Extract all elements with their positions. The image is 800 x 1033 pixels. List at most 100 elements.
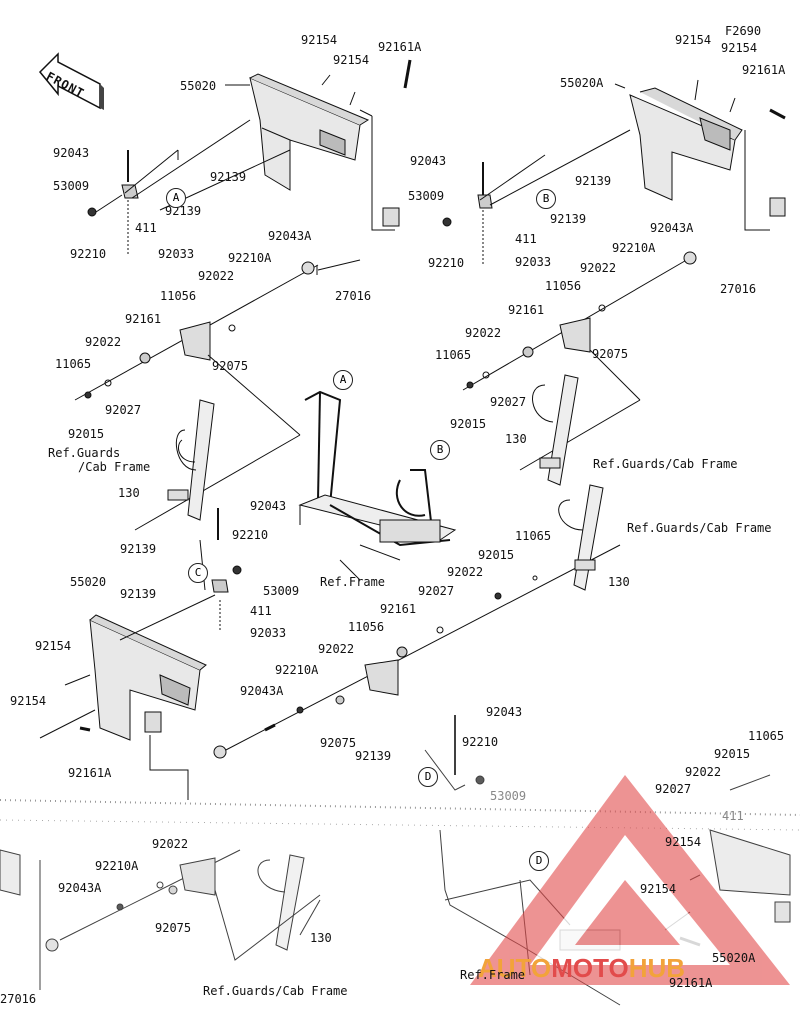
part-label: 92210	[232, 528, 269, 542]
part-label: 92022	[447, 565, 484, 579]
part-label: 53009	[490, 789, 527, 803]
part-label: 92154	[35, 639, 72, 653]
part-label: 53009	[53, 179, 90, 193]
part-label: 92161	[125, 312, 162, 326]
part-label: 92043A	[650, 221, 694, 235]
figure-code: F2690	[725, 24, 762, 38]
part-label: 53009	[263, 584, 300, 598]
part-label: 27016	[720, 282, 757, 296]
part-label: 92139	[575, 174, 612, 188]
part-label: 92015	[68, 427, 105, 441]
part-label: 92210A	[612, 241, 656, 255]
part-label: 92015	[450, 417, 487, 431]
part-label: 92022	[152, 837, 189, 851]
part-label: 92139	[120, 542, 157, 556]
part-label: 130	[310, 931, 332, 945]
part-label: 92043	[410, 154, 447, 168]
part-label: 55020A	[712, 951, 756, 965]
part-label: 92161A	[742, 63, 786, 77]
part-label: 92154	[640, 882, 677, 896]
part-label: 92027	[490, 395, 527, 409]
part-label: 92161A	[68, 766, 112, 780]
part-label: 92161A	[669, 976, 713, 990]
part-label: 92210	[428, 256, 465, 270]
ref-label: Ref.Guards	[48, 446, 121, 460]
guard-mid	[558, 484, 604, 591]
part-label: 92210A	[228, 251, 272, 265]
part-label: 92075	[155, 921, 192, 935]
part-label: 411	[250, 604, 272, 618]
part-label: 92022	[198, 269, 235, 283]
part-label: 92154	[301, 33, 338, 47]
part-label: 92139	[550, 212, 587, 226]
watermark-text: AUTOMOTOHUB	[478, 953, 685, 984]
cab-bracket-left-top	[249, 73, 370, 191]
part-label: 92027	[105, 403, 142, 417]
callout-bubble: B	[430, 440, 450, 460]
part-label: 11065	[515, 529, 552, 543]
ref-label: Ref.Frame	[320, 575, 386, 589]
frame-center	[298, 390, 457, 547]
part-label: 92210	[70, 247, 107, 261]
part-label: 92022	[580, 261, 617, 275]
part-label: 92022	[318, 642, 355, 656]
part-label: 92075	[320, 736, 357, 750]
part-label: 92139	[210, 170, 247, 184]
part-label: 27016	[335, 289, 372, 303]
part-label: 92015	[478, 548, 515, 562]
part-label: 92210	[462, 735, 499, 749]
ref-label: Ref.Guards/Cab Frame	[627, 521, 772, 535]
ref-label: Ref.Frame	[460, 968, 526, 982]
part-label: 92075	[592, 347, 629, 361]
part-label: 92075	[212, 359, 249, 373]
part-label: 92161A	[378, 40, 422, 54]
part-label: 92139	[120, 587, 157, 601]
part-label: 92033	[158, 247, 195, 261]
watermark-moto: MOTO	[551, 953, 629, 983]
part-label: 92210A	[275, 663, 319, 677]
callout-bubble: C	[188, 563, 208, 583]
part-label: 11065	[435, 348, 472, 362]
guard-left	[167, 399, 215, 521]
guard-right	[532, 374, 579, 486]
part-label: 11056	[348, 620, 385, 634]
callout-bubble: A	[333, 370, 353, 390]
part-label: 92154	[721, 41, 758, 55]
part-label: 92154	[665, 835, 702, 849]
watermark-auto: AUTO	[478, 953, 552, 983]
cab-bracket-right-top	[629, 87, 743, 201]
part-label: 11056	[545, 279, 582, 293]
part-label: 92139	[355, 749, 392, 763]
part-label: 130	[118, 486, 140, 500]
callout-bubble: D	[529, 851, 549, 871]
part-label: 92027	[655, 782, 692, 796]
part-label: 92154	[675, 33, 712, 47]
callout-bubble: A	[166, 188, 186, 208]
part-label: 11065	[55, 357, 92, 371]
part-label: 92043A	[268, 229, 312, 243]
part-label: 130	[608, 575, 630, 589]
part-label: 92210A	[95, 859, 139, 873]
part-label: 92022	[85, 335, 122, 349]
part-label: 55020	[70, 575, 107, 589]
callout-bubble: D	[418, 767, 438, 787]
part-label: 411	[722, 809, 744, 823]
part-label: 92154	[10, 694, 47, 708]
part-label: 92043	[250, 499, 287, 513]
part-label: 92027	[418, 584, 455, 598]
watermark-logo-icon	[470, 775, 790, 985]
ref-label: Ref.Guards/Cab Frame	[593, 457, 738, 471]
part-label: 92022	[465, 326, 502, 340]
ref-label: /Cab Frame	[78, 460, 151, 474]
part-label: 53009	[408, 189, 445, 203]
part-label: 92033	[250, 626, 287, 640]
callout-bubble: B	[536, 189, 556, 209]
part-label: 11056	[160, 289, 197, 303]
part-label: 11065	[748, 729, 785, 743]
part-label: 92015	[714, 747, 751, 761]
front-arrow-icon	[38, 52, 104, 110]
part-label: 92161	[508, 303, 545, 317]
part-label: 411	[515, 232, 537, 246]
part-label: 92154	[333, 53, 370, 67]
